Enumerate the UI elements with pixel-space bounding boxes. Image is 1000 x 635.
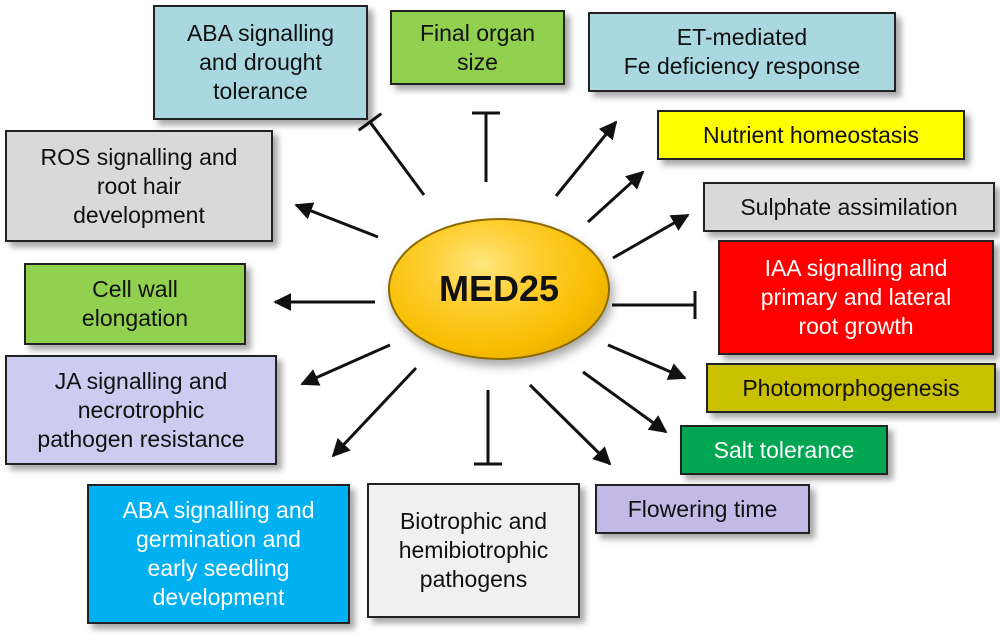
arrow-salt bbox=[582, 370, 668, 434]
node-iaa-root: IAA signalling and primary and lateral r… bbox=[718, 240, 994, 355]
arrow-et-fe bbox=[554, 120, 618, 197]
arrow-photomorpho bbox=[607, 343, 687, 380]
arrow-sulphate bbox=[612, 213, 690, 260]
node-label: ABA signalling and drought tolerance bbox=[186, 20, 335, 104]
node-aba-germination: ABA signalling and germination and early… bbox=[87, 484, 350, 624]
arrow-aba-germination bbox=[331, 366, 418, 458]
med25-hub: MED25 bbox=[388, 218, 610, 360]
node-nutrient: Nutrient homeostasis bbox=[657, 110, 965, 160]
node-label: Nutrient homeostasis bbox=[702, 121, 920, 148]
node-final-organ: Final organ size bbox=[390, 10, 565, 85]
node-ja-necro: JA signalling and necrotrophic pathogen … bbox=[5, 355, 277, 465]
node-cell-wall: Cell wall elongation bbox=[24, 263, 246, 345]
node-et-fe: ET-mediated Fe deficiency response bbox=[588, 12, 896, 92]
node-label: Photomorphogenesis bbox=[742, 374, 960, 401]
arrow-flowering bbox=[528, 383, 612, 466]
node-sulphate: Sulphate assimilation bbox=[703, 182, 995, 232]
inhibition-bar-aba-drought bbox=[357, 112, 383, 132]
node-label: Cell wall elongation bbox=[81, 276, 189, 331]
node-label: Salt tolerance bbox=[713, 436, 855, 463]
node-label: Biotrophic and hemibiotrophic pathogens bbox=[398, 508, 549, 592]
node-salt: Salt tolerance bbox=[680, 425, 888, 475]
hub-label: MED25 bbox=[438, 268, 560, 309]
arrow-ros-root-hair bbox=[294, 202, 379, 239]
node-label: Sulphate assimilation bbox=[740, 193, 958, 220]
node-aba-drought: ABA signalling and drought tolerance bbox=[153, 5, 368, 120]
node-biotrophic: Biotrophic and hemibiotrophic pathogens bbox=[367, 483, 580, 618]
arrow-ja-necro bbox=[300, 343, 391, 386]
arrow-nutrient bbox=[586, 170, 645, 224]
node-label: ABA signalling and germination and early… bbox=[122, 497, 315, 610]
node-label: Final organ size bbox=[419, 19, 536, 75]
node-label: ET-mediated Fe deficiency response bbox=[623, 24, 861, 79]
node-label: Flowering time bbox=[627, 495, 778, 522]
node-label: ROS signalling and root hair development bbox=[40, 143, 238, 228]
node-photomorpho: Photomorphogenesis bbox=[706, 363, 996, 413]
node-ros-root-hair: ROS signalling and root hair development bbox=[5, 130, 273, 242]
node-label: JA signalling and necrotrophic pathogen … bbox=[37, 367, 245, 452]
node-flowering: Flowering time bbox=[595, 484, 810, 534]
node-label: IAA signalling and primary and lateral r… bbox=[760, 255, 952, 339]
inhibition-aba-drought bbox=[368, 121, 426, 196]
